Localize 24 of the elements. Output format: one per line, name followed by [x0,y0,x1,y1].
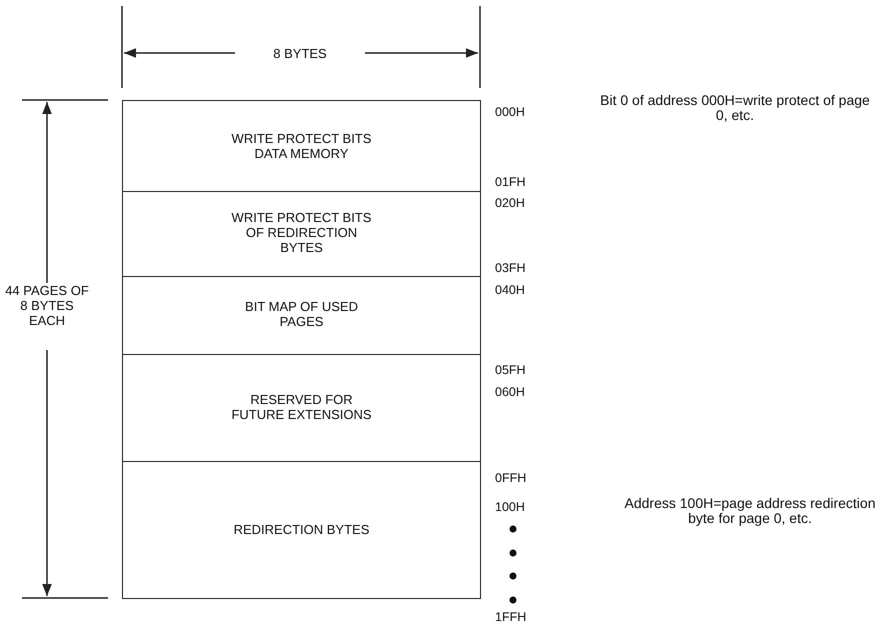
memory-region-box [122,353,481,462]
memory-region-box [122,275,481,354]
memory-region-box [122,190,481,276]
address-label: 000H [495,105,526,120]
dimension-label: 8 BYTES [272,46,328,61]
address-label: 060H [495,385,526,400]
memory-region-box [122,460,481,599]
address-label: 0FFH [495,471,528,486]
region-label: BIT MAP OF USED PAGES [244,299,359,330]
address-label: 020H [495,196,526,211]
region-label: WRITE PROTECT BITS OF REDIRECTION BYTES [230,210,372,256]
note-text: Address 100H=page address redirection byte for page 0, etc. [624,496,876,526]
memory-region-box [122,100,481,192]
region-label: WRITE PROTECT BITS DATA MEMORY [230,130,372,161]
region-label: REDIRECTION BYTES [232,522,370,536]
address-label: 03FH [495,261,527,276]
address-label: 040H [495,283,526,298]
region-label: RESERVED FOR FUTURE EXTENSIONS [230,392,373,422]
address-label: 01FH [495,175,527,190]
address-label: 05FH [495,363,527,378]
address-label: 100H [495,500,526,515]
address-label: 1FFH [495,610,528,625]
note-text: Bit 0 of address 000H=write protect of page 0, etc. [599,93,871,123]
dimension-label: 44 PAGES OF 8 BYTES EACH [4,283,90,328]
